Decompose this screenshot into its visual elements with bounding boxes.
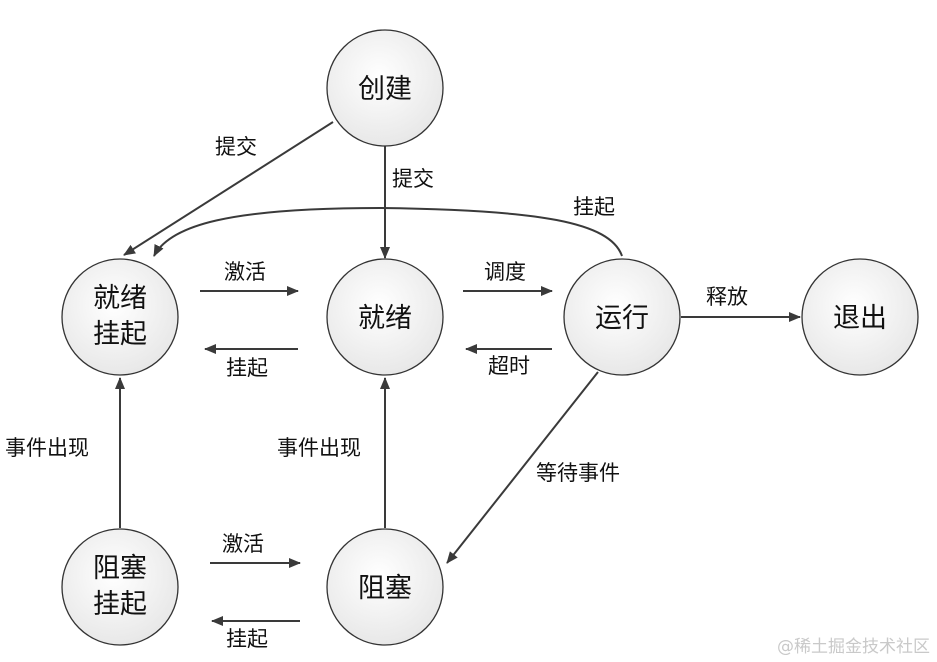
- edge-running-to-blocked: [446, 371, 599, 564]
- label-release: 释放: [706, 285, 748, 309]
- node-running-label: 运行: [595, 303, 649, 334]
- watermark: @稀土掘金技术社区: [777, 637, 930, 657]
- label-suspend-ready: 挂起: [226, 356, 268, 380]
- label-activate-blocked: 激活: [222, 532, 264, 556]
- edge-running-to-ready-suspended: [153, 206, 623, 257]
- node-create-label: 创建: [358, 74, 412, 105]
- node-ready-suspended: 就绪 挂起: [61, 258, 179, 376]
- label-activate-ready: 激活: [224, 260, 266, 284]
- node-blocked: 阻塞: [326, 528, 444, 646]
- label-timeout: 超时: [488, 354, 530, 378]
- edges: [115, 121, 801, 626]
- node-running: 运行: [563, 258, 681, 376]
- node-blocked-label: 阻塞: [358, 573, 412, 604]
- label-event-occurs-left: 事件出现: [5, 436, 89, 460]
- node-ready-label: 就绪: [358, 303, 412, 334]
- node-create: 创建: [326, 29, 444, 147]
- node-blocked-suspended-line-2: 挂起: [93, 589, 147, 620]
- label-submit-down: 提交: [392, 167, 434, 191]
- node-ready-suspended-line-2: 挂起: [93, 319, 147, 350]
- node-exit-label: 退出: [833, 303, 887, 334]
- label-suspend-top: 挂起: [573, 195, 615, 219]
- label-submit-left: 提交: [215, 135, 257, 159]
- label-suspend-blocked: 挂起: [226, 627, 268, 651]
- label-dispatch: 调度: [484, 260, 526, 284]
- node-blocked-suspended: 阻塞 挂起: [61, 528, 179, 646]
- node-ready: 就绪: [326, 258, 444, 376]
- edge-create-to-ready-suspended: [123, 121, 334, 256]
- label-event-occurs-mid: 事件出现: [277, 436, 361, 460]
- label-wait-event: 等待事件: [536, 461, 620, 485]
- node-blocked-suspended-line-1: 阻塞: [93, 553, 147, 584]
- edge-labels: 提交 提交 挂起 激活 挂起 调度 超时 释放 事件出现 事件出现 等待事件 激…: [5, 135, 748, 651]
- node-exit: 退出: [801, 258, 919, 376]
- node-ready-suspended-line-1: 就绪: [93, 283, 147, 314]
